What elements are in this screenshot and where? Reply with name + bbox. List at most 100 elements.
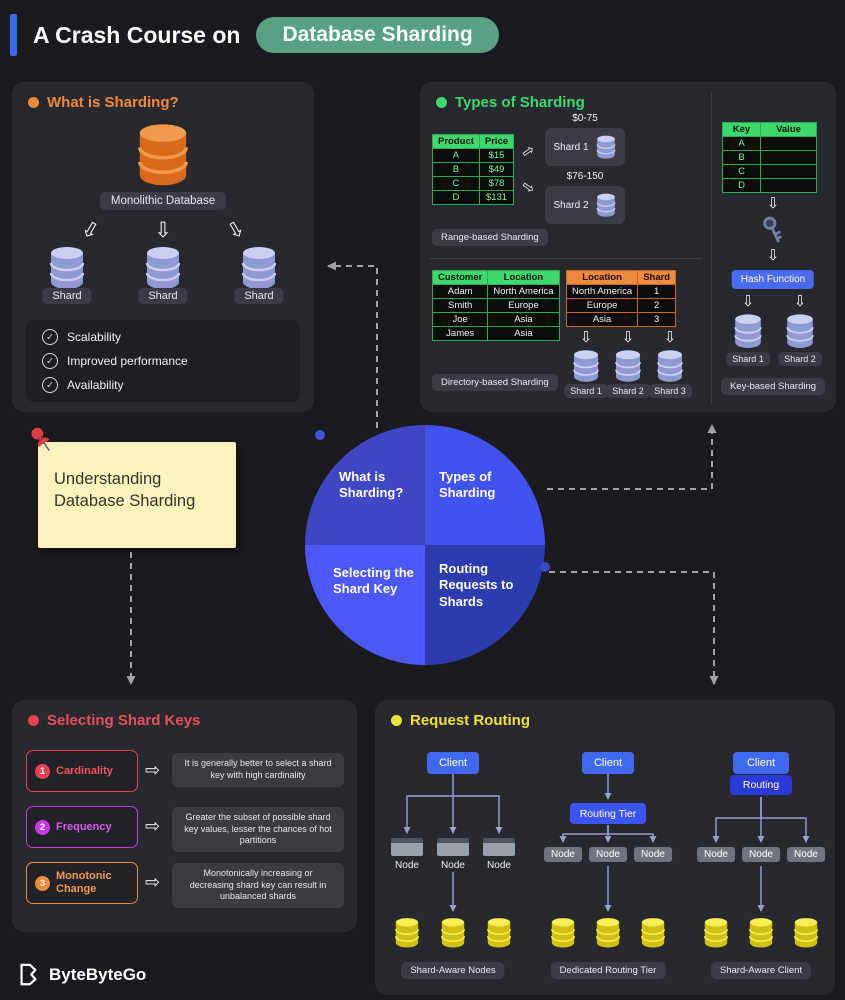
note-line: Database Sharding [54,492,196,511]
shard-database-icon [655,348,685,384]
branch-arrow-icon: ⇨ [518,176,539,199]
range-label: $0-75 [572,113,598,124]
range-sharding-caption: Range-based Sharding [432,229,548,246]
shard-database-icon [639,916,667,950]
green-dot-icon [436,97,447,108]
panel-title: What is Sharding? [47,94,179,111]
shard-database-icon [595,192,617,218]
col-header: Customer [431,270,489,285]
branch-arrow-icon: ⇩ [76,215,104,245]
table-row: D$131 [432,190,515,205]
benefit-item: ✓ Scalability [42,329,284,345]
cell: James [431,326,489,341]
red-dot-icon [28,715,39,726]
panel-what-is-sharding: What is Sharding? Monolithic Database ⇩ … [12,82,314,412]
connector-dot [540,562,550,572]
client-box: Client [582,752,634,774]
quadrant-label: What is Sharding? [339,469,404,501]
node-label: Node [544,847,582,862]
table-row: C [722,164,817,179]
number-badge: 1 [35,763,50,779]
cell: 1 [637,284,677,299]
cell: C [432,176,480,191]
shard-database-icon [439,916,467,950]
check-glyph: ✓ [46,355,54,367]
shard-label: Shard 2 [606,384,650,398]
shard1-box: Shard 1 [545,128,625,166]
shard-database-icon [485,916,513,950]
key-item-cardinality: 1 Cardinality [26,750,138,792]
accent-bar [10,14,17,56]
cell: $49 [478,162,515,177]
col-header: Key [722,122,761,137]
down-arrow-icon: ⇩ [766,194,780,212]
shard-database-icon [732,312,764,350]
right-arrow-icon: ⇨ [145,760,161,781]
table-row: D [722,178,817,193]
quadrant-what-is [305,425,425,545]
bytebytego-logo-icon [16,962,40,988]
down-arrow-icon: ⇩ [154,218,172,242]
cell: Asia [565,312,639,327]
col-header: Location [487,270,560,285]
sticky-note: Understanding Database Sharding [38,442,236,548]
table-row: A$15 [432,148,515,163]
shard-database-icon [571,348,601,384]
node-label: Node [787,847,825,862]
benefit-label: Availability [67,378,124,392]
key-item-monotonic-change: 3 Monotonic Change [26,862,138,904]
key-item-description: It is generally better to select a shard… [172,753,344,787]
shard-database-icon [549,916,577,950]
panel-title: Types of Sharding [455,94,585,111]
horizontal-divider [430,258,702,259]
connector-to-what-is [327,261,378,428]
check-icon: ✓ [42,377,58,393]
node-server-icon [437,838,469,856]
shard-database-icon [613,348,643,384]
node-label: Node [589,847,627,862]
node-server-icon [483,838,515,856]
right-arrow-icon: ⇨ [145,816,161,837]
table-row: A [722,136,817,151]
down-arrow-icon: ⇩ [741,292,755,310]
header: A Crash Course on Database Sharding [10,12,499,58]
panel-title: Selecting Shard Keys [47,712,201,729]
key-item-description: Greater the subset of possible shard key… [172,807,344,853]
node-label: Node [742,847,780,862]
node-label: Node [395,860,419,871]
col-header: Location [565,270,639,285]
table-row: B$49 [432,162,515,177]
cell: D [432,190,480,205]
key-icon [760,214,786,246]
key-item-label: Cardinality [56,765,113,777]
down-arrow-icon: ⇩ [663,328,677,346]
shard-label: Shard [138,288,188,304]
cell [760,136,817,151]
benefit-label: Improved performance [67,354,188,368]
client-box: Client [427,752,479,774]
cell: Adam [431,284,489,299]
title-badge: Database Sharding [256,17,499,53]
key-item-frequency: 2 Frequency [26,806,138,848]
down-arrow-icon: ⇩ [621,328,635,346]
note-text: Understanding Database Sharding [38,442,236,513]
yellow-dot-icon [391,715,402,726]
diagram-caption: Shard-Aware Client [710,962,812,979]
table-row: B [722,150,817,165]
client-box: Client [733,752,789,774]
branch-arrow-icon: ⇨ [517,140,539,163]
key-item-label: Monotonic Change [56,869,112,895]
shard-database-icon [143,244,183,292]
table-row: C$78 [432,176,515,191]
cell: D [722,178,761,193]
key-item-description: Monotonically increasing or decreasing s… [172,863,344,909]
